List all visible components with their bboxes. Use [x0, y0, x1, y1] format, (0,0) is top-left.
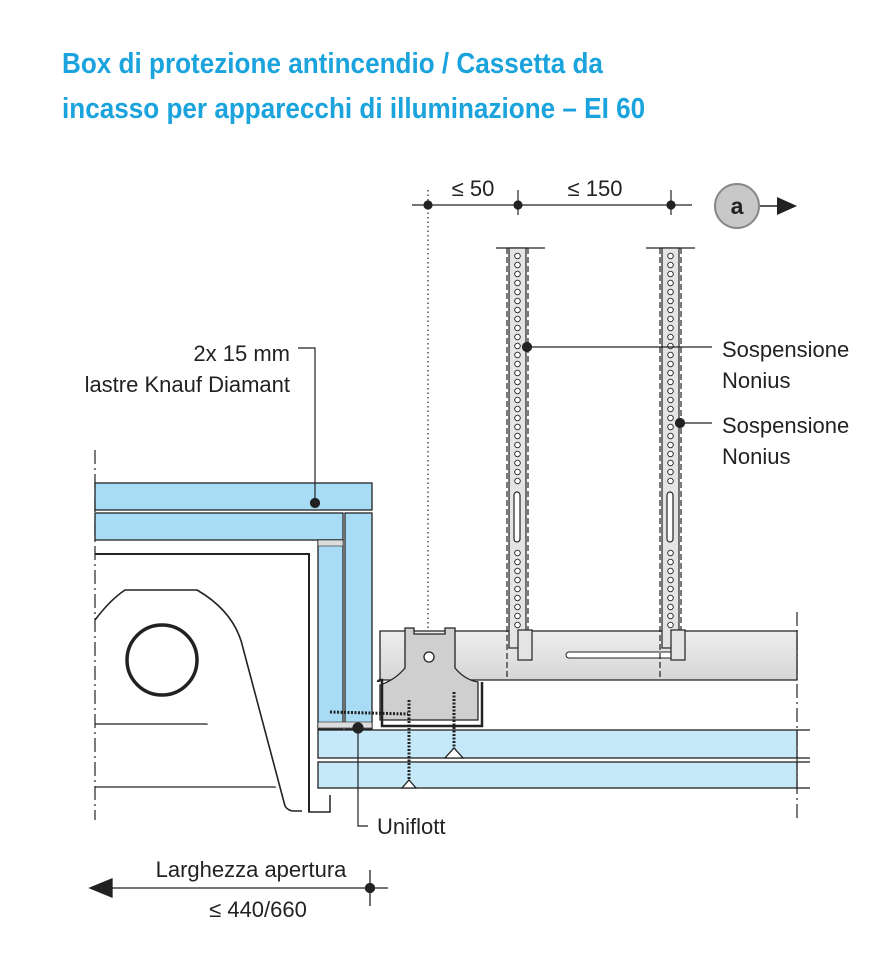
hanger-hole: [667, 261, 674, 269]
hanger-hole: [667, 288, 674, 296]
page-title: Box di protezione antincendio / Cassetta…: [62, 42, 645, 132]
hanger-hole: [667, 333, 674, 341]
hanger-hole: [667, 369, 674, 377]
hanger-hole: [667, 468, 674, 476]
hanger-hole: [514, 351, 521, 359]
hanger-hole: [514, 315, 521, 323]
hanger-hole: [667, 612, 674, 620]
hanger-hole: [514, 297, 521, 305]
hanger-hole: [514, 414, 521, 422]
hanger-hole: [667, 342, 674, 350]
hanger-hole: [667, 549, 674, 557]
boards-label-line-2: lastre Knauf Diamant: [85, 372, 290, 397]
uniflott-label: Uniflott: [377, 814, 445, 839]
hanger-hole: [514, 423, 521, 431]
section-marker-label: a: [731, 193, 744, 219]
hanger-hole: [667, 360, 674, 368]
hanger-hole: [667, 603, 674, 611]
hanger-1-label-line-1: Sospensione: [722, 337, 849, 362]
hanger-hole: [514, 441, 521, 449]
hanger-hole: [514, 549, 521, 557]
hanger-hole: [514, 396, 521, 404]
main-channel: [379, 630, 798, 681]
hanger-hole: [514, 360, 521, 368]
title-line-1: Box di protezione antincendio / Cassetta…: [62, 48, 603, 80]
hanger-hole: [667, 324, 674, 332]
hanger-hole: [514, 558, 521, 566]
hanger-hole: [667, 279, 674, 287]
hanger-hole: [667, 432, 674, 440]
opening-dimension: [88, 870, 388, 906]
hanger-hole: [667, 405, 674, 413]
hanger-hole: [514, 378, 521, 386]
hanger-hole: [514, 621, 521, 629]
hanger-hole: [667, 270, 674, 278]
boards-label-line-1: 2x 15 mm: [193, 341, 290, 366]
hanger-hole: [667, 252, 674, 260]
hanger-hole: [514, 405, 521, 413]
hanger-hole: [667, 297, 674, 305]
hanger-hole: [514, 603, 521, 611]
hanger-hole: [667, 396, 674, 404]
hanger-hole: [514, 387, 521, 395]
hanger-hole: [667, 576, 674, 584]
hanger-holes: [514, 252, 674, 629]
hanger-hole: [514, 279, 521, 287]
hanger-hole: [514, 585, 521, 593]
hanger-hole: [514, 576, 521, 584]
hanger-hole: [667, 423, 674, 431]
luminaire: [94, 553, 331, 813]
opening-width-label: Larghezza apertura: [156, 857, 348, 882]
fire-protection-box: [94, 482, 373, 730]
hanger-hole: [514, 306, 521, 314]
hanger-hole: [514, 252, 521, 260]
opening-width-value: ≤ 440/660: [209, 897, 307, 922]
arrow-right-icon: [777, 197, 797, 215]
hanger-hole: [514, 288, 521, 296]
hanger-hole: [514, 261, 521, 269]
hanger-hole: [514, 324, 521, 332]
hanger-hole: [514, 468, 521, 476]
hanger-hole: [514, 270, 521, 278]
hanger-hole: [667, 441, 674, 449]
hanger-hole: [667, 585, 674, 593]
hanger-hole: [667, 567, 674, 575]
title-line-2: incasso per apparecchi di illuminazione …: [62, 93, 646, 125]
hanger-hole: [667, 315, 674, 323]
hanger-hole: [514, 432, 521, 440]
hanger-hole: [514, 612, 521, 620]
hanger-hole: [514, 369, 521, 377]
hanger-hole: [514, 459, 521, 467]
hanger-hole: [514, 333, 521, 341]
leaders: [298, 341, 712, 827]
hanger-hole: [514, 450, 521, 458]
hanger-hole: [667, 477, 674, 485]
uniflott-clip: [329, 627, 484, 789]
hanger-hole: [667, 594, 674, 602]
arrow-left-icon: [88, 878, 113, 898]
hanger-hole: [667, 621, 674, 629]
hanger-hole: [514, 567, 521, 575]
hanger-1-label-line-2: Nonius: [722, 368, 790, 393]
hanger-hole: [667, 351, 674, 359]
hanger-hole: [514, 594, 521, 602]
hanger-2-label-line-1: Sospensione: [722, 413, 849, 438]
section-marker[interactable]: a: [714, 183, 797, 229]
hanger-hole: [514, 477, 521, 485]
hanger-hole: [667, 306, 674, 314]
top-dimension: [412, 190, 692, 630]
ceiling-boards: [317, 729, 810, 789]
hanger-hole: [667, 450, 674, 458]
hanger-hole: [667, 414, 674, 422]
hanger-2-label-line-2: Nonius: [722, 444, 790, 469]
dimension-150: ≤ 150: [568, 176, 623, 201]
hanger-hole: [667, 459, 674, 467]
dimension-50: ≤ 50: [452, 176, 495, 201]
hanger-hole: [667, 378, 674, 386]
hanger-hole: [667, 558, 674, 566]
hanger-hole: [667, 387, 674, 395]
hanger-hole: [514, 342, 521, 350]
